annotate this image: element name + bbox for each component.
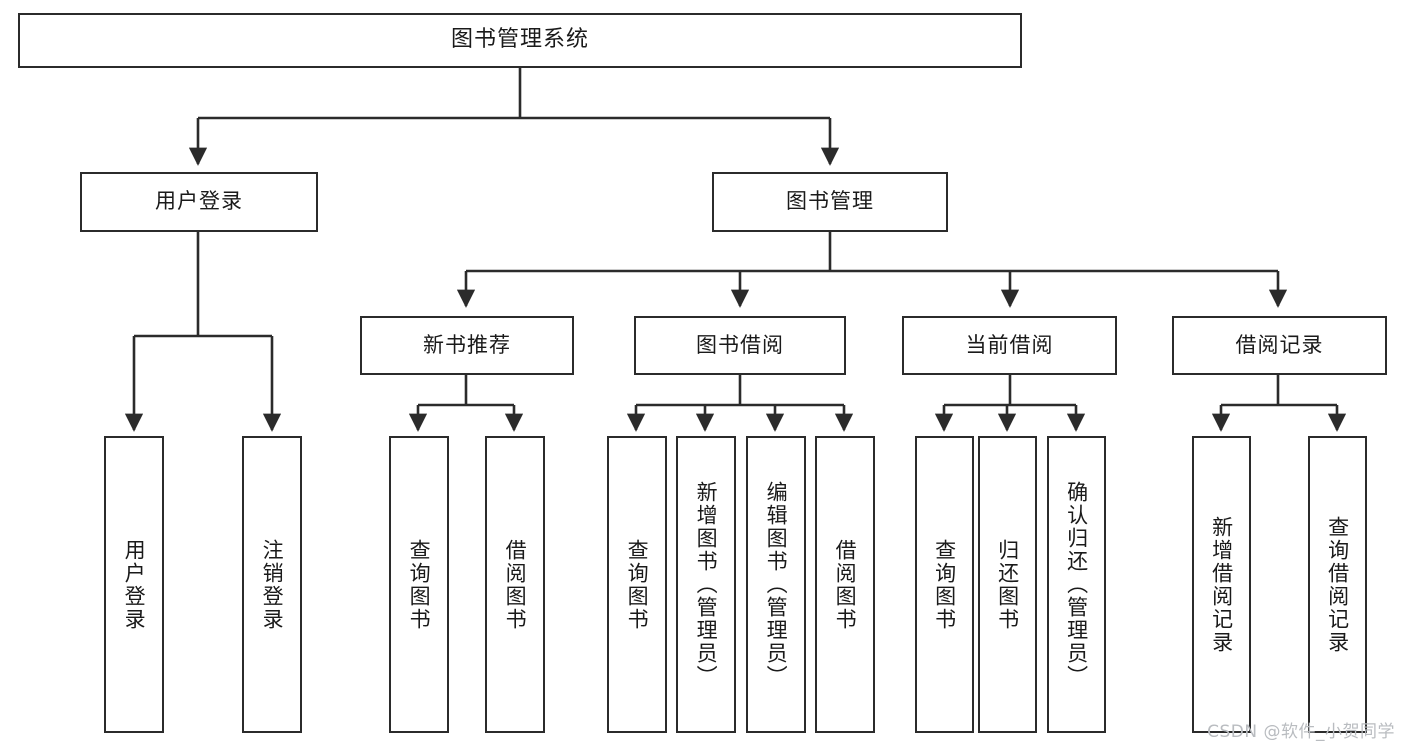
node-user-login[interactable]: 用户登录 [80, 172, 318, 232]
node-leaf-logout[interactable]: 注销登录 [242, 436, 302, 733]
node-leaf-add-book[interactable]: 新增图书（管理员） [676, 436, 736, 733]
node-book-manage[interactable]: 图书管理 [712, 172, 948, 232]
node-leaf-borrow-book-2[interactable]: 借阅图书 [815, 436, 875, 733]
node-borrow-record-label: 借阅记录 [1235, 332, 1324, 357]
node-leaf-query-record[interactable]: 查询借阅记录 [1308, 436, 1367, 733]
node-leaf-borrow-book-1[interactable]: 借阅图书 [485, 436, 545, 733]
node-leaf-query-book-1-label: 查询图书 [407, 538, 432, 631]
node-leaf-query-record-label: 查询借阅记录 [1325, 515, 1350, 654]
node-user-login-label: 用户登录 [155, 189, 243, 214]
node-book-borrow[interactable]: 图书借阅 [634, 316, 846, 375]
node-leaf-logout-label: 注销登录 [260, 538, 285, 631]
node-leaf-confirm-return[interactable]: 确认归还（管理员） [1047, 436, 1106, 733]
node-leaf-edit-book-label: 编辑图书（管理员） [764, 481, 789, 688]
node-leaf-borrow-book-1-label: 借阅图书 [503, 538, 528, 631]
node-new-book-recommend-label: 新书推荐 [423, 332, 511, 357]
node-leaf-return-book-label: 归还图书 [995, 538, 1020, 631]
node-leaf-return-book[interactable]: 归还图书 [978, 436, 1037, 733]
node-leaf-add-record-label: 新增借阅记录 [1209, 515, 1234, 654]
node-leaf-confirm-return-label: 确认归还（管理员） [1064, 481, 1089, 688]
node-leaf-query-book-3-label: 查询图书 [932, 538, 957, 631]
node-leaf-add-record[interactable]: 新增借阅记录 [1192, 436, 1251, 733]
node-leaf-query-book-1[interactable]: 查询图书 [389, 436, 449, 733]
node-leaf-query-book-3[interactable]: 查询图书 [915, 436, 974, 733]
node-borrow-record[interactable]: 借阅记录 [1172, 316, 1387, 375]
node-leaf-query-book-2-label: 查询图书 [625, 538, 650, 631]
node-root[interactable]: 图书管理系统 [18, 13, 1022, 68]
node-book-borrow-label: 图书借阅 [696, 332, 784, 357]
node-leaf-borrow-book-2-label: 借阅图书 [833, 538, 858, 631]
node-current-borrow[interactable]: 当前借阅 [902, 316, 1117, 375]
node-leaf-edit-book[interactable]: 编辑图书（管理员） [746, 436, 806, 733]
node-leaf-user-login-label: 用户登录 [122, 538, 147, 631]
node-leaf-query-book-2[interactable]: 查询图书 [607, 436, 667, 733]
node-root-label: 图书管理系统 [450, 27, 589, 53]
node-leaf-user-login[interactable]: 用户登录 [104, 436, 164, 733]
node-book-manage-label: 图书管理 [786, 189, 874, 214]
node-new-book-recommend[interactable]: 新书推荐 [360, 316, 574, 375]
node-current-borrow-label: 当前借阅 [965, 332, 1054, 357]
node-leaf-add-book-label: 新增图书（管理员） [694, 481, 719, 688]
watermark-text: CSDN @软件_小贺同学 [1207, 722, 1395, 742]
